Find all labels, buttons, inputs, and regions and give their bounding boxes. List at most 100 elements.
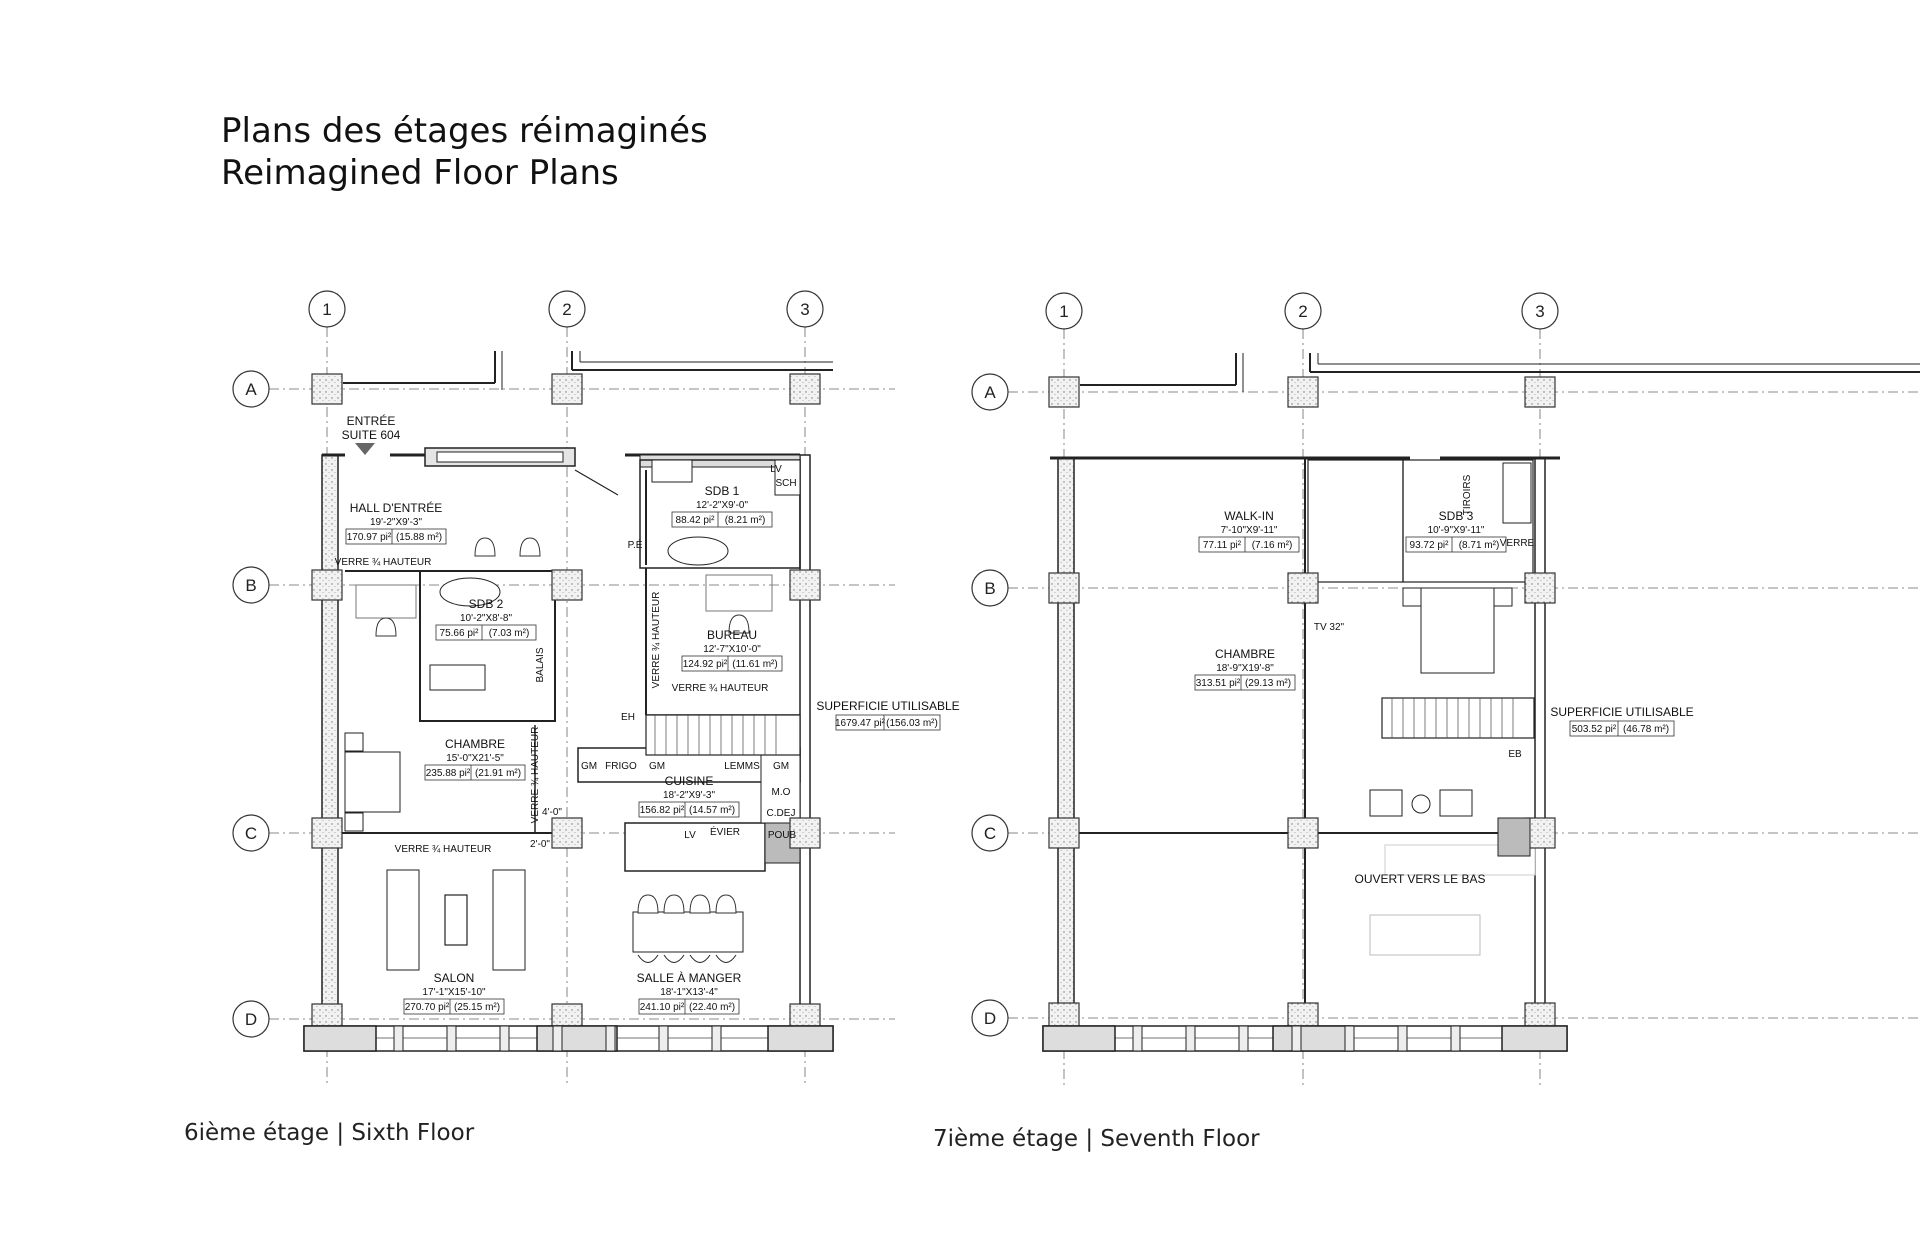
grid-bubble [971, 999, 1009, 1037]
grid-bubble [232, 566, 270, 604]
sixth-floor-caption: 6ième étage | Sixth Floor [184, 1120, 475, 1146]
structural-column [1524, 572, 1556, 604]
entry-label: ENTRÉE [347, 413, 396, 428]
chair-icon [663, 894, 685, 914]
seventh-floor-caption: 7ième étage | Seventh Floor [933, 1126, 1260, 1152]
side-table [1411, 794, 1431, 814]
sdb3-walls [1402, 459, 1534, 583]
room-dimensions: 7'-10"X9'-11" [1221, 525, 1278, 536]
window-mullion [1132, 1025, 1143, 1052]
chair-icon [715, 894, 737, 914]
grid-bubble [971, 569, 1009, 607]
plan-note: GM [649, 761, 665, 772]
room-dimensions: 17'-1"X15'-10" [422, 987, 486, 998]
plan-note: VERRE ¾ HAUTEUR [672, 683, 769, 694]
desk [355, 584, 417, 619]
sdb2-walls [419, 570, 556, 722]
grid-column-label: 3 [800, 300, 809, 319]
grid-column-label: 3 [1535, 302, 1544, 321]
grid-bubble [1521, 292, 1559, 330]
area-box [1198, 536, 1300, 553]
grid-bubble [1284, 292, 1322, 330]
structural-column [789, 817, 821, 849]
wall-pier [536, 1025, 618, 1052]
grid-bubble [971, 814, 1009, 852]
room-name: SALON [434, 971, 475, 985]
shower [774, 459, 801, 496]
nightstand [344, 732, 364, 752]
room-dimensions: 18'-9"X19'-8" [1216, 663, 1274, 674]
window-mullion [446, 1025, 457, 1052]
open-below-label: OUVERT VERS LE BAS [1355, 872, 1486, 886]
area-metric: (14.57 m²) [689, 805, 735, 816]
dining-table [632, 911, 744, 953]
plan-note: C.DEJ [767, 808, 796, 819]
entry-arrow-icon [355, 443, 375, 455]
area-metric: (15.88 m²) [396, 532, 442, 543]
grid-column-label: 1 [1059, 302, 1068, 321]
area-box [681, 655, 783, 672]
plan-note: LV [770, 464, 782, 475]
grid-column-label: 2 [1298, 302, 1307, 321]
window-mullion [1238, 1025, 1249, 1052]
room-label: SDB 112'-2"X9'-0"88.42 pi²(8.21 m²) [671, 484, 773, 528]
area-imperial: 170.97 pi² [347, 532, 392, 543]
plan-note: VERRE ¾ HAUTEUR [651, 592, 662, 689]
grid-bubble [548, 290, 586, 328]
room-dimensions: 19'-2"X9'-3" [370, 517, 423, 528]
plan-note: M.O [772, 787, 791, 798]
room-label: SDB 310'-9"X9'-11"93.72 pi²(8.71 m²) [1405, 509, 1507, 553]
grid-row-label: C [984, 824, 996, 843]
plan-note: BALAIS [535, 647, 546, 682]
plan-note: EH [621, 712, 635, 723]
area-metric: (7.16 m²) [1252, 540, 1293, 551]
bed-icon [1420, 587, 1495, 674]
structural-column [551, 373, 583, 405]
grid-row-label: D [245, 1010, 257, 1029]
plan-note: VERRE ¾ HAUTEUR [530, 727, 541, 824]
grid-bubble [786, 290, 824, 328]
chair-icon [637, 954, 659, 963]
wall-pier [1042, 1025, 1116, 1052]
room-dimensions: 18'-2"X9'-3" [663, 790, 716, 801]
armchair [1369, 789, 1403, 817]
room-label: SDB 210'-2"X8'-8"75.66 pi²(7.03 m²) [435, 597, 537, 641]
total-area-box [1569, 720, 1675, 737]
structural-column [1048, 376, 1080, 408]
total-area-metric: (156.03 m²) [886, 718, 938, 729]
entry-suite-label: SUITE 604 [342, 428, 401, 442]
chair-icon [637, 894, 659, 914]
area-metric: (8.21 m²) [725, 515, 766, 526]
total-area-label: SUPERFICIE UTILISABLE [816, 699, 959, 713]
chair-icon [474, 537, 496, 557]
shower [1502, 462, 1532, 524]
grid-row-label: B [984, 579, 995, 598]
window-mullion [1450, 1025, 1461, 1052]
total-area-box [835, 714, 941, 731]
area-metric: (21.91 m²) [475, 768, 521, 779]
area-metric: (29.13 m²) [1245, 678, 1291, 689]
structural-column [311, 373, 343, 405]
exterior-wall-right [799, 454, 811, 1028]
total-area-imperial: 1679.47 pi² [835, 718, 886, 729]
window-mullion [605, 1025, 616, 1052]
area-imperial: 75.66 pi² [440, 628, 480, 639]
room-name: BUREAU [707, 628, 757, 642]
plan-note: 4'-0" [542, 807, 562, 818]
window-mullion [711, 1025, 722, 1052]
room-name: CHAMBRE [445, 737, 505, 751]
plan-note: EB [1508, 749, 1522, 760]
plan-note: LV [684, 830, 696, 841]
area-metric: (22.40 m²) [689, 1002, 735, 1013]
plan-note: VERRE ¾ HAUTEUR [335, 557, 432, 568]
window-mullion [1344, 1025, 1355, 1052]
area-imperial: 156.82 pi² [640, 805, 685, 816]
chair-icon [689, 894, 711, 914]
window-mullion [1291, 1025, 1302, 1052]
plan-note: P.É [628, 538, 643, 551]
room-dimensions: 10'-9"X9'-11" [1428, 525, 1485, 536]
dining-table-below [1369, 914, 1481, 956]
exterior-wall-left [321, 454, 339, 1028]
plan-note: GM [581, 761, 597, 772]
